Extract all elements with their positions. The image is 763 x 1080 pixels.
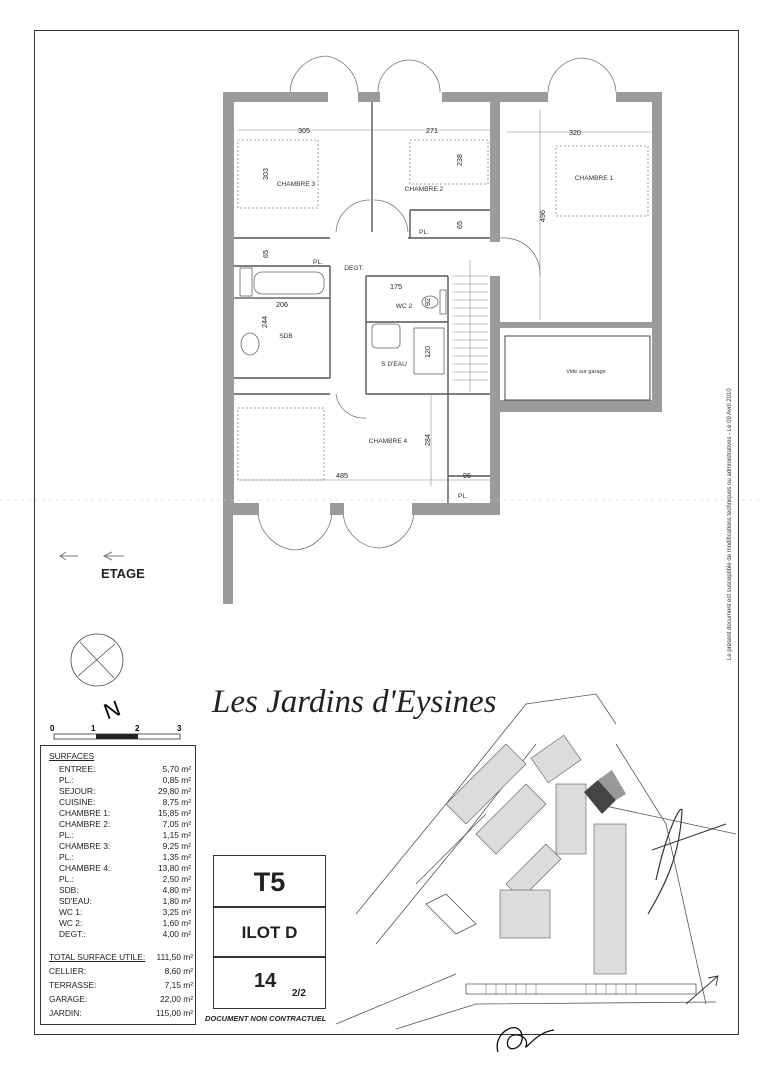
room-chambre-4: CHAMBRE 4 — [369, 438, 408, 445]
surface-row: SDB:4,80 m² — [59, 885, 191, 895]
surface-row: CHAMBRE 4:13,80 m² — [59, 863, 191, 873]
room-sdb: SDB — [279, 333, 293, 340]
page-number: 2/2 — [292, 988, 306, 999]
dim-65b: 65 — [261, 250, 270, 258]
scale-label: 3 — [177, 724, 182, 733]
dim-271: 271 — [426, 126, 438, 135]
placard-label: PL. — [458, 493, 468, 500]
surface-row: CUISINE:8,75 m² — [59, 797, 191, 807]
room-degt: DEGT. — [344, 265, 364, 272]
lot-card: 14 2/2 — [213, 957, 326, 1009]
room-chambre-1: CHAMBRE 1 — [575, 175, 614, 182]
surface-row: PL.:2,50 m² — [59, 874, 191, 884]
placard-label: PL. — [419, 229, 429, 236]
ilot-label: ILOT D — [213, 907, 326, 957]
surface-extra: GARAGE:22,00 m² — [49, 994, 193, 1004]
room-sdeau: S D'EAU — [381, 361, 407, 368]
dim-175: 175 — [390, 282, 402, 291]
room-wc-2: WC 2 — [396, 303, 413, 310]
dim-320: 320 — [569, 128, 581, 137]
side-note: Le présent document est susceptible de m… — [727, 388, 733, 660]
room-vide-garage: Vide sur garage — [566, 369, 605, 375]
surface-row: PL.:1,35 m² — [59, 852, 191, 862]
surface-row: CHAMBRE 2:7,05 m² — [59, 819, 191, 829]
site-plan — [336, 693, 736, 1030]
dim-238: 238 — [455, 154, 464, 166]
apartment-type: T5 — [213, 855, 326, 907]
dim-284: 284 — [423, 434, 432, 446]
surface-row: ENTREE:5,70 m² — [59, 764, 191, 774]
surface-row: CHAMBRE 1:15,85 m² — [59, 808, 191, 818]
surface-row: DEGT.:4,00 m² — [59, 929, 191, 939]
lot-number: 14 — [254, 970, 277, 992]
dim-244: 244 — [260, 316, 269, 328]
surface-extra: CELLIER:8,60 m² — [49, 966, 193, 976]
scale-label: 0 — [50, 724, 55, 733]
surface-extra: TERRASSE:7,15 m² — [49, 980, 193, 990]
project-title: Les Jardins d'Eysines — [212, 684, 497, 720]
floor-label: ETAGE — [101, 566, 145, 581]
dim-305: 305 — [298, 126, 310, 135]
surface-row: SD'EAU:1,80 m² — [59, 896, 191, 906]
disclaimer: DOCUMENT NON CONTRACTUEL — [205, 1014, 327, 1023]
scale-label: 1 — [91, 724, 96, 733]
room-chambre-3: CHAMBRE 3 — [277, 181, 316, 188]
surfaces-table: SURFACES ENTREE:5,70 m² PL.:0,85 m² SEJO… — [40, 745, 196, 1025]
surface-total: TOTAL SURFACE UTILE:111,50 m² — [49, 952, 193, 962]
floor-plan: 305 271 320 303 238 496 65 65 175 92 206… — [0, 55, 763, 604]
surface-row: CHAMBRE 3:9,25 m² — [59, 841, 191, 851]
dim-92: 92 — [423, 298, 432, 306]
dim-206: 206 — [276, 300, 288, 309]
dim-96: 96 — [463, 471, 471, 480]
scale-label: 2 — [135, 724, 140, 733]
dim-485: 485 — [336, 471, 348, 480]
dim-120: 120 — [423, 346, 432, 358]
surface-extra: JARDIN:115,00 m² — [49, 1008, 193, 1018]
surface-row: WC 1:3,25 m² — [59, 907, 191, 917]
surface-row: PL.:0,85 m² — [59, 775, 191, 785]
document-frame — [34, 30, 739, 1035]
dim-303: 303 — [261, 168, 270, 180]
north-letter: N — [100, 695, 123, 724]
room-chambre-2: CHAMBRE 2 — [405, 186, 444, 193]
surface-row: SEJOUR:29,80 m² — [59, 786, 191, 796]
signature — [496, 1027, 555, 1053]
placard-label: PL. — [313, 259, 323, 266]
dim-496: 496 — [538, 210, 547, 222]
surface-row: PL.:1,15 m² — [59, 830, 191, 840]
surfaces-heading: SURFACES — [49, 751, 95, 761]
surface-row: WC 2:1,60 m² — [59, 918, 191, 928]
dim-65a: 65 — [455, 221, 464, 229]
north-compass: N 0 1 2 3 — [50, 633, 182, 740]
